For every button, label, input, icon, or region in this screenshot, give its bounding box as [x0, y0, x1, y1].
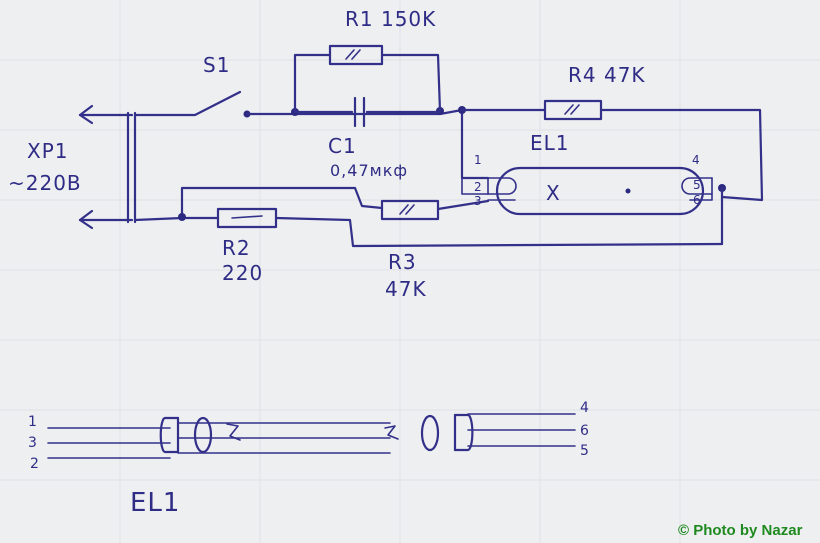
resistor-r4 [460, 99, 764, 202]
lead-4: 4 [580, 400, 589, 416]
lamp-detail [47, 413, 576, 459]
pin-5: 5 [693, 178, 701, 192]
xp1-label: XP1 [27, 139, 69, 163]
pin-1: 1 [474, 153, 482, 167]
photo-credit: © Photo by Nazar [678, 522, 803, 539]
lead-5: 5 [580, 443, 589, 459]
mains-label: ~220B [8, 171, 82, 195]
capacitor-c1 [293, 96, 442, 128]
s1-label: S1 [203, 53, 230, 77]
r2-label: R2 [222, 236, 251, 260]
r4-label: R4 47K [568, 63, 646, 87]
r1-label: R1 150K [345, 7, 436, 31]
lamp-mark: X [546, 181, 561, 205]
r2-value: 220 [222, 261, 263, 285]
lead-3: 3 [28, 435, 37, 451]
lamp-el1 [461, 166, 726, 246]
resistor-r1 [293, 44, 442, 114]
pin-2: 2 [474, 180, 482, 194]
lead-1: 1 [28, 414, 37, 430]
pin-6: 6 [693, 193, 701, 207]
plug-xp1 [78, 104, 137, 230]
lead-6: 6 [580, 423, 589, 439]
c1-label: C1 [328, 134, 357, 158]
pin-3: 3 [474, 194, 482, 208]
c1-value: 0,47мкф [330, 161, 408, 180]
r3-label: R3 [388, 250, 417, 274]
switch-s1 [133, 90, 251, 118]
resistor-r2 [216, 207, 278, 229]
resistor-r3 [380, 199, 490, 221]
r3-value: 47K [385, 277, 427, 301]
lead-2: 2 [30, 456, 39, 472]
el1-top-label: EL1 [530, 131, 570, 155]
bottom-wires [133, 186, 724, 248]
el1-bottom-label: EL1 [130, 488, 180, 518]
pin-4: 4 [692, 153, 700, 167]
